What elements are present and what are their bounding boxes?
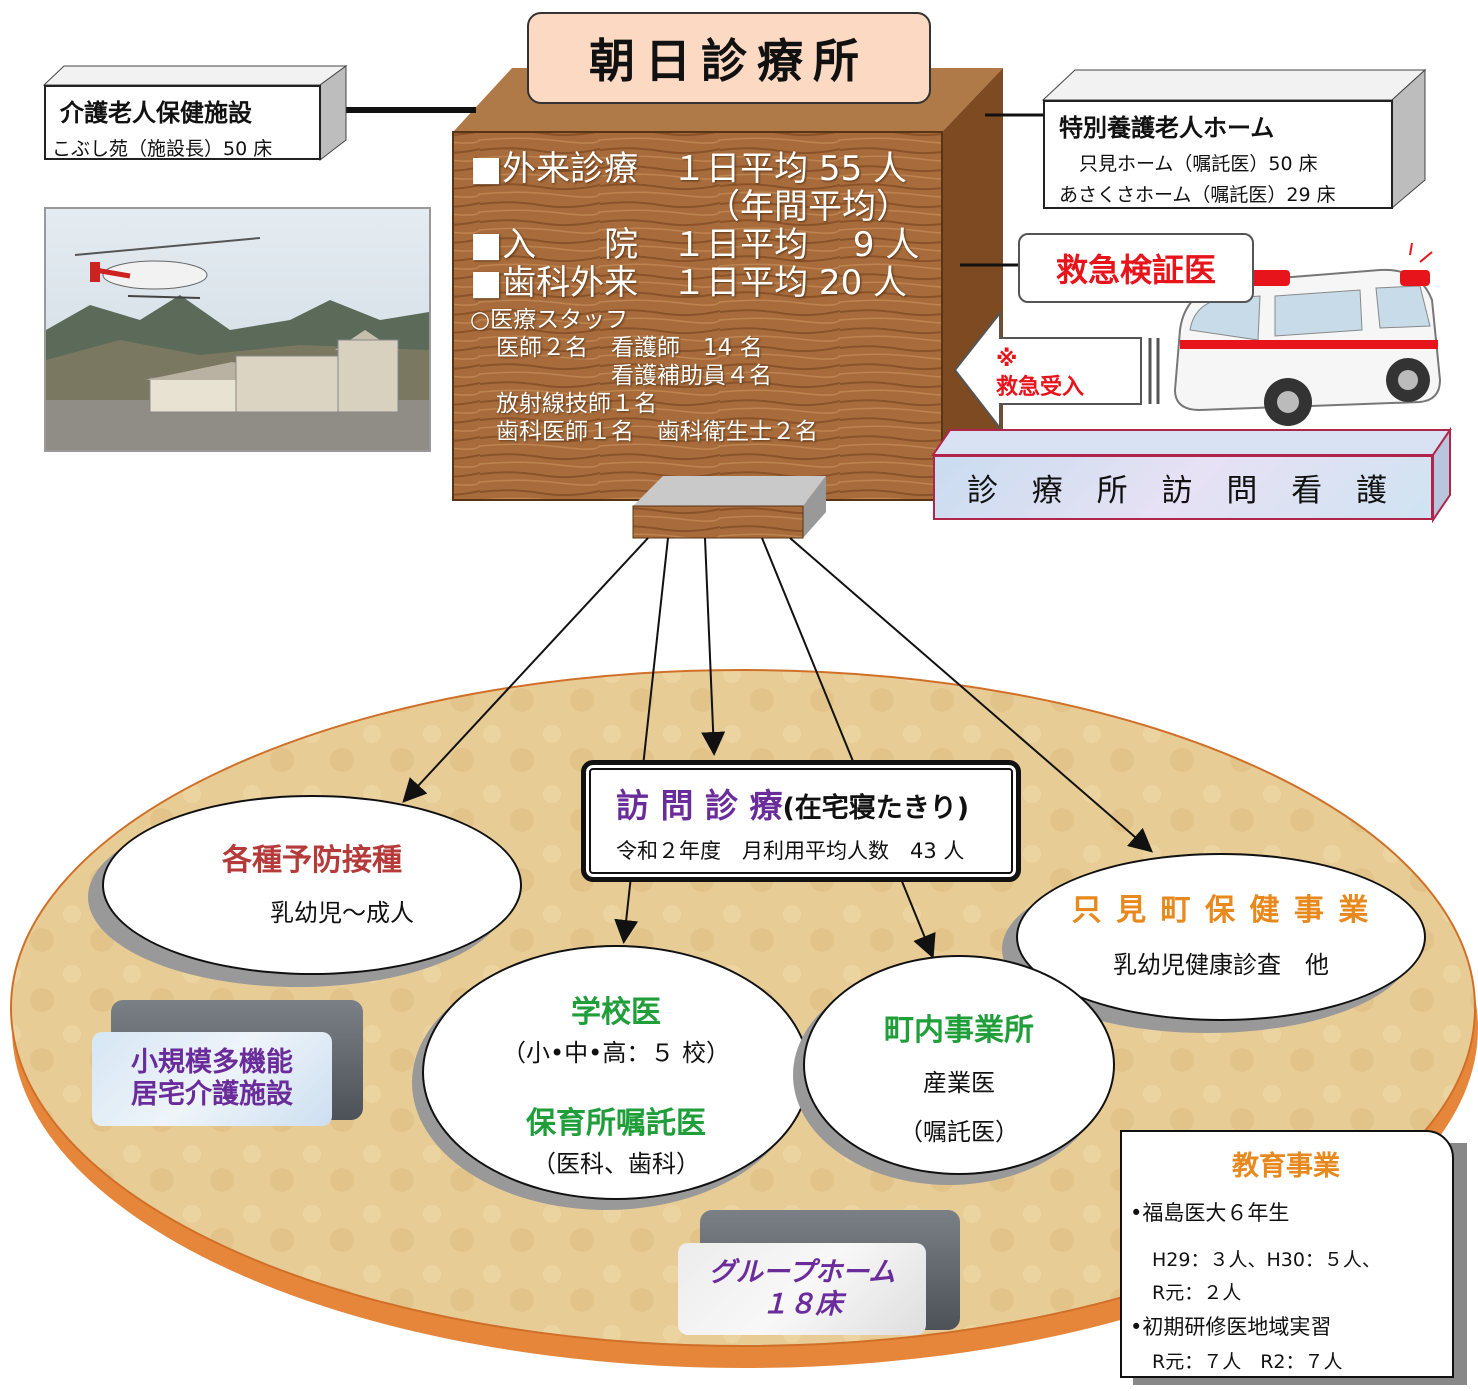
staff-line: 医師２名 看護師 14 名 bbox=[496, 335, 763, 361]
school-ellipse: 学校医 （小•中•高：５ 校） 保育所嘱託医 （医科、歯科） bbox=[422, 945, 810, 1200]
arrow-vaccination bbox=[402, 537, 649, 803]
vaccination-title: 各種予防接種 bbox=[222, 843, 402, 878]
school-doctor-title: 学校医 bbox=[571, 995, 661, 1030]
group-home-line2: １８床 bbox=[761, 1289, 843, 1320]
dental-stat: ■歯科外来 １日平均 20 人 bbox=[470, 263, 908, 303]
emergency-verifier-label: 救急検証医 bbox=[1018, 233, 1254, 303]
home-nursing-banner: 診 療 所 訪 問 看 護 bbox=[933, 455, 1433, 520]
emergency-note-mark: ※ bbox=[996, 347, 1018, 372]
vaccination-ellipse: 各種予防接種 乳幼児～成人 bbox=[102, 795, 522, 975]
arrow-home-visit bbox=[701, 537, 726, 756]
outpatient-stat: ■外来診療 １日平均 55 人 bbox=[470, 149, 908, 189]
nursing-home-title: 特別養護老人ホーム bbox=[1059, 114, 1275, 142]
care-facility-box: 介護老人保健施設 こぶし苑（施設長）50 床 bbox=[44, 85, 321, 160]
emergency-note: ※ 救急受入 bbox=[996, 346, 1084, 402]
small-facility-line2: 居宅介護施設 bbox=[131, 1079, 293, 1110]
home-visit-suffix: (在宅寝たきり) bbox=[782, 793, 970, 824]
emergency-arrow bbox=[953, 310, 1160, 431]
school-doctor-detail: （小•中•高：５ 校） bbox=[502, 1039, 730, 1067]
group-home-label: グループホーム １８床 bbox=[678, 1243, 926, 1335]
staff-heading: ○医療スタッフ bbox=[470, 307, 629, 333]
nursing-home-line: 只見ホーム（嘱託医）50 床 bbox=[1079, 153, 1318, 175]
education-item-detail: R元：２人 bbox=[1152, 1282, 1242, 1304]
education-box: 教育事業 •福島医大６年生 H29：３人、H30：５人、 R元：２人 •初期研修… bbox=[1120, 1130, 1454, 1378]
business-title: 町内事業所 bbox=[884, 1013, 1034, 1048]
business-ellipse: 町内事業所 産業医 （嘱託医） bbox=[803, 955, 1115, 1175]
care-facility-detail: こぶし苑（施設長）50 床 bbox=[52, 138, 273, 160]
emergency-note-text: 救急受入 bbox=[996, 375, 1085, 400]
staff-line: 看護補助員４名 bbox=[496, 363, 772, 389]
care-facility-title: 介護老人保健施設 bbox=[60, 99, 252, 127]
outpatient-note: （年間平均） bbox=[706, 187, 910, 227]
group-home-line1: グループホーム bbox=[708, 1257, 896, 1288]
education-item: •初期研修医地域実習 bbox=[1130, 1315, 1332, 1339]
arrow-business bbox=[761, 537, 936, 959]
small-facility-line1: 小規模多機能 bbox=[131, 1047, 293, 1078]
nursing-home-box: 特別養護老人ホーム 只見ホーム（嘱託医）50 床 あさくさホーム（嘱託医）29 … bbox=[1043, 100, 1393, 209]
nursing-home-line: あさくさホーム（嘱託医）29 床 bbox=[1059, 184, 1336, 206]
town-health-detail: 乳幼児健康診査 他 bbox=[1113, 951, 1329, 979]
inpatient-stat: ■入 院 １日平均 9 人 bbox=[470, 225, 920, 265]
education-item-detail: H29：３人、H30：５人、 bbox=[1152, 1249, 1381, 1271]
vaccination-detail: 乳幼児～成人 bbox=[270, 899, 414, 927]
home-visit-box: 訪 問 診 療(在宅寝たきり) 令和２年度 月利用平均人数 43 人 bbox=[581, 760, 1021, 882]
ambulance-illustration bbox=[1173, 242, 1442, 426]
arrow-town-health bbox=[789, 537, 1154, 853]
clinic-stats: ■外来診療 １日平均 55 人 （年間平均） ■入 院 １日平均 9 人 ■歯科… bbox=[470, 150, 919, 446]
home-visit-title: 訪 問 診 療 bbox=[616, 786, 783, 825]
nursery-doctor-title: 保育所嘱託医 bbox=[526, 1106, 706, 1141]
home-visit-heading: 訪 問 診 療(在宅寝たきり) bbox=[616, 779, 1016, 827]
education-item: •福島医大６年生 bbox=[1130, 1201, 1290, 1225]
education-title: 教育事業 bbox=[1232, 1151, 1340, 1182]
nursery-doctor-detail: （医科、歯科） bbox=[532, 1150, 700, 1178]
town-health-ellipse: 只 見 町 保 健 事 業 乳幼児健康診査 他 bbox=[1016, 853, 1426, 1021]
clinic-title: 朝日診療所 bbox=[527, 12, 931, 104]
home-visit-detail: 令和２年度 月利用平均人数 43 人 bbox=[616, 839, 965, 863]
small-facility-label: 小規模多機能 居宅介護施設 bbox=[92, 1032, 332, 1126]
business-detail-note: （嘱託医） bbox=[899, 1118, 1019, 1146]
staff-line: 歯科医師１名 歯科衛生士２名 bbox=[496, 419, 818, 445]
connector-stub bbox=[632, 476, 826, 539]
staff-line: 放射線技師１名 bbox=[496, 391, 657, 417]
town-health-title: 只 見 町 保 健 事 業 bbox=[1071, 893, 1371, 928]
business-detail: 産業医 bbox=[923, 1069, 995, 1097]
education-item-detail: R元：７人 R2：７人 bbox=[1152, 1351, 1343, 1373]
helicopter-photo bbox=[44, 207, 431, 452]
